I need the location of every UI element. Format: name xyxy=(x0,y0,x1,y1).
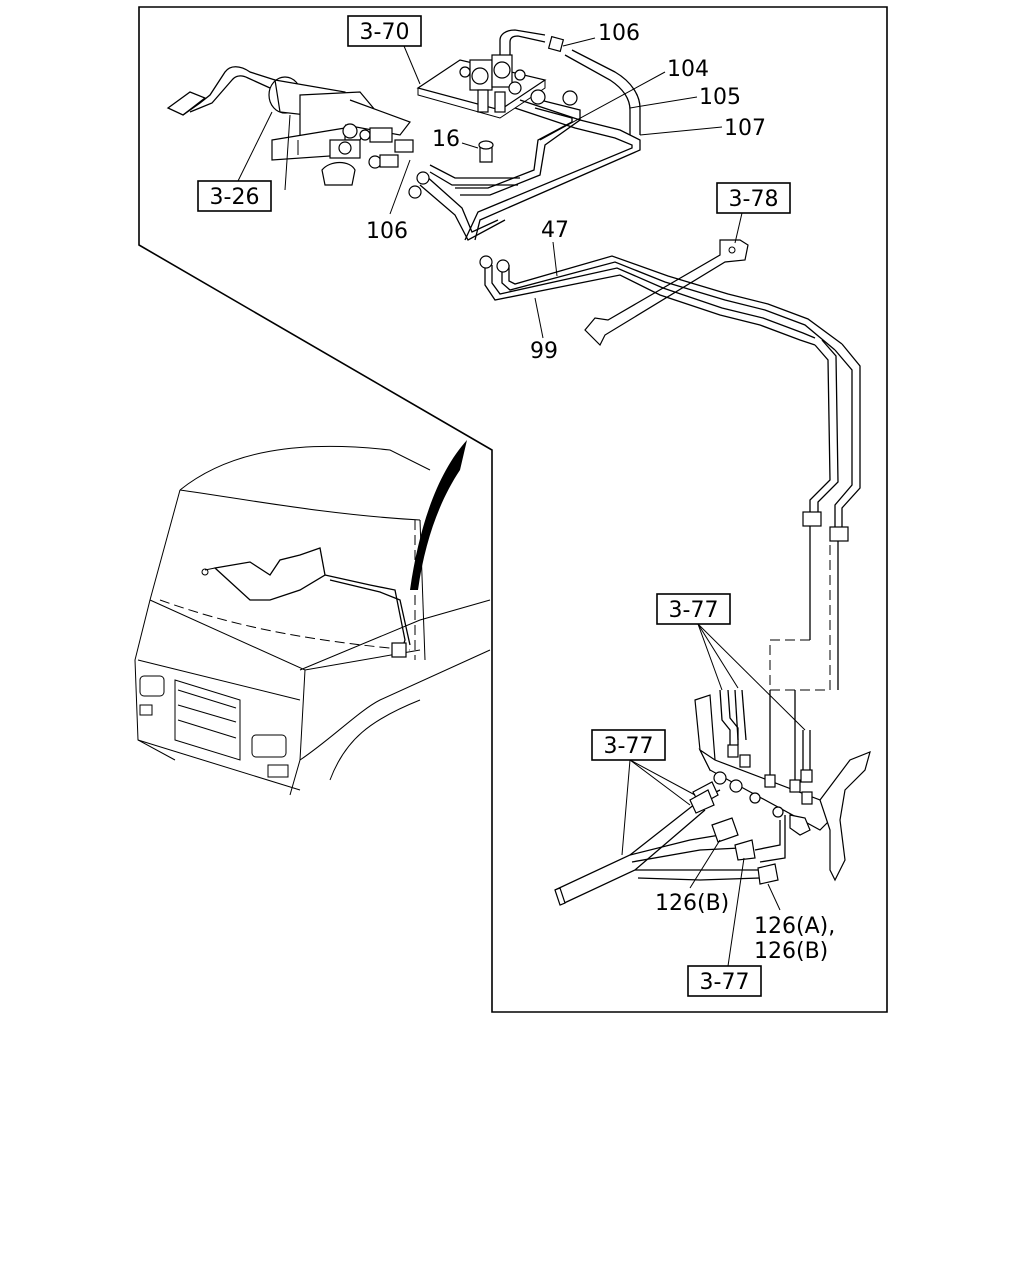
cab-tilt-pump-assembly xyxy=(166,66,414,191)
ref-box-3-77-upper[interactable]: 3-77 xyxy=(656,593,806,731)
callout-104[interactable]: 104 xyxy=(539,57,709,141)
ref-label-3-78: 3-78 xyxy=(729,187,779,212)
callout-label-99: 99 xyxy=(530,339,558,364)
callout-label-105: 105 xyxy=(699,85,741,110)
callout-label-106-left: 106 xyxy=(366,219,408,244)
callout-126b[interactable]: 126(B) xyxy=(655,839,729,916)
callout-16[interactable]: 16 xyxy=(432,127,460,152)
ref-box-3-70[interactable]: 3-70 xyxy=(347,15,422,85)
callout-106-left[interactable]: 106 xyxy=(366,159,411,244)
junction-fittings-assembly xyxy=(554,689,871,906)
ref-box-3-26[interactable]: 3-26 xyxy=(197,111,273,212)
ref-box-3-78[interactable]: 3-78 xyxy=(716,182,791,244)
truck-cab-illustration xyxy=(134,440,491,796)
ref-label-3-77-bottom: 3-77 xyxy=(700,970,750,995)
ref-label-3-77-lower: 3-77 xyxy=(604,734,654,759)
callout-label-126a-line1: 126(A), xyxy=(754,914,835,939)
callout-126a-126b[interactable]: 126(A), 126(B) xyxy=(754,883,835,964)
ref-label-3-70: 3-70 xyxy=(360,20,410,45)
valve-block-assembly xyxy=(408,29,641,241)
callout-47[interactable]: 47 xyxy=(541,218,569,277)
callout-label-107: 107 xyxy=(724,116,766,141)
ref-label-3-26: 3-26 xyxy=(210,185,260,210)
ref-label-3-77-upper: 3-77 xyxy=(669,598,719,623)
callout-99[interactable]: 99 xyxy=(530,297,558,364)
callout-label-47: 47 xyxy=(541,218,569,243)
ref-box-3-77-lower[interactable]: 3-77 xyxy=(591,729,696,856)
callout-label-16: 16 xyxy=(432,127,460,152)
brake-pipes-47-99 xyxy=(479,239,861,780)
callout-107[interactable]: 107 xyxy=(639,116,766,141)
diagram-frame xyxy=(138,6,888,1013)
ref-box-3-77-bottom[interactable]: 3-77 xyxy=(687,857,762,997)
callout-label-106-top: 106 xyxy=(598,21,640,46)
callout-106-top[interactable]: 106 xyxy=(562,21,640,47)
callout-105[interactable]: 105 xyxy=(629,85,741,110)
callout-label-104: 104 xyxy=(667,57,709,82)
callout-label-126b: 126(B) xyxy=(655,891,729,916)
callout-label-126a-line2: 126(B) xyxy=(754,939,828,964)
